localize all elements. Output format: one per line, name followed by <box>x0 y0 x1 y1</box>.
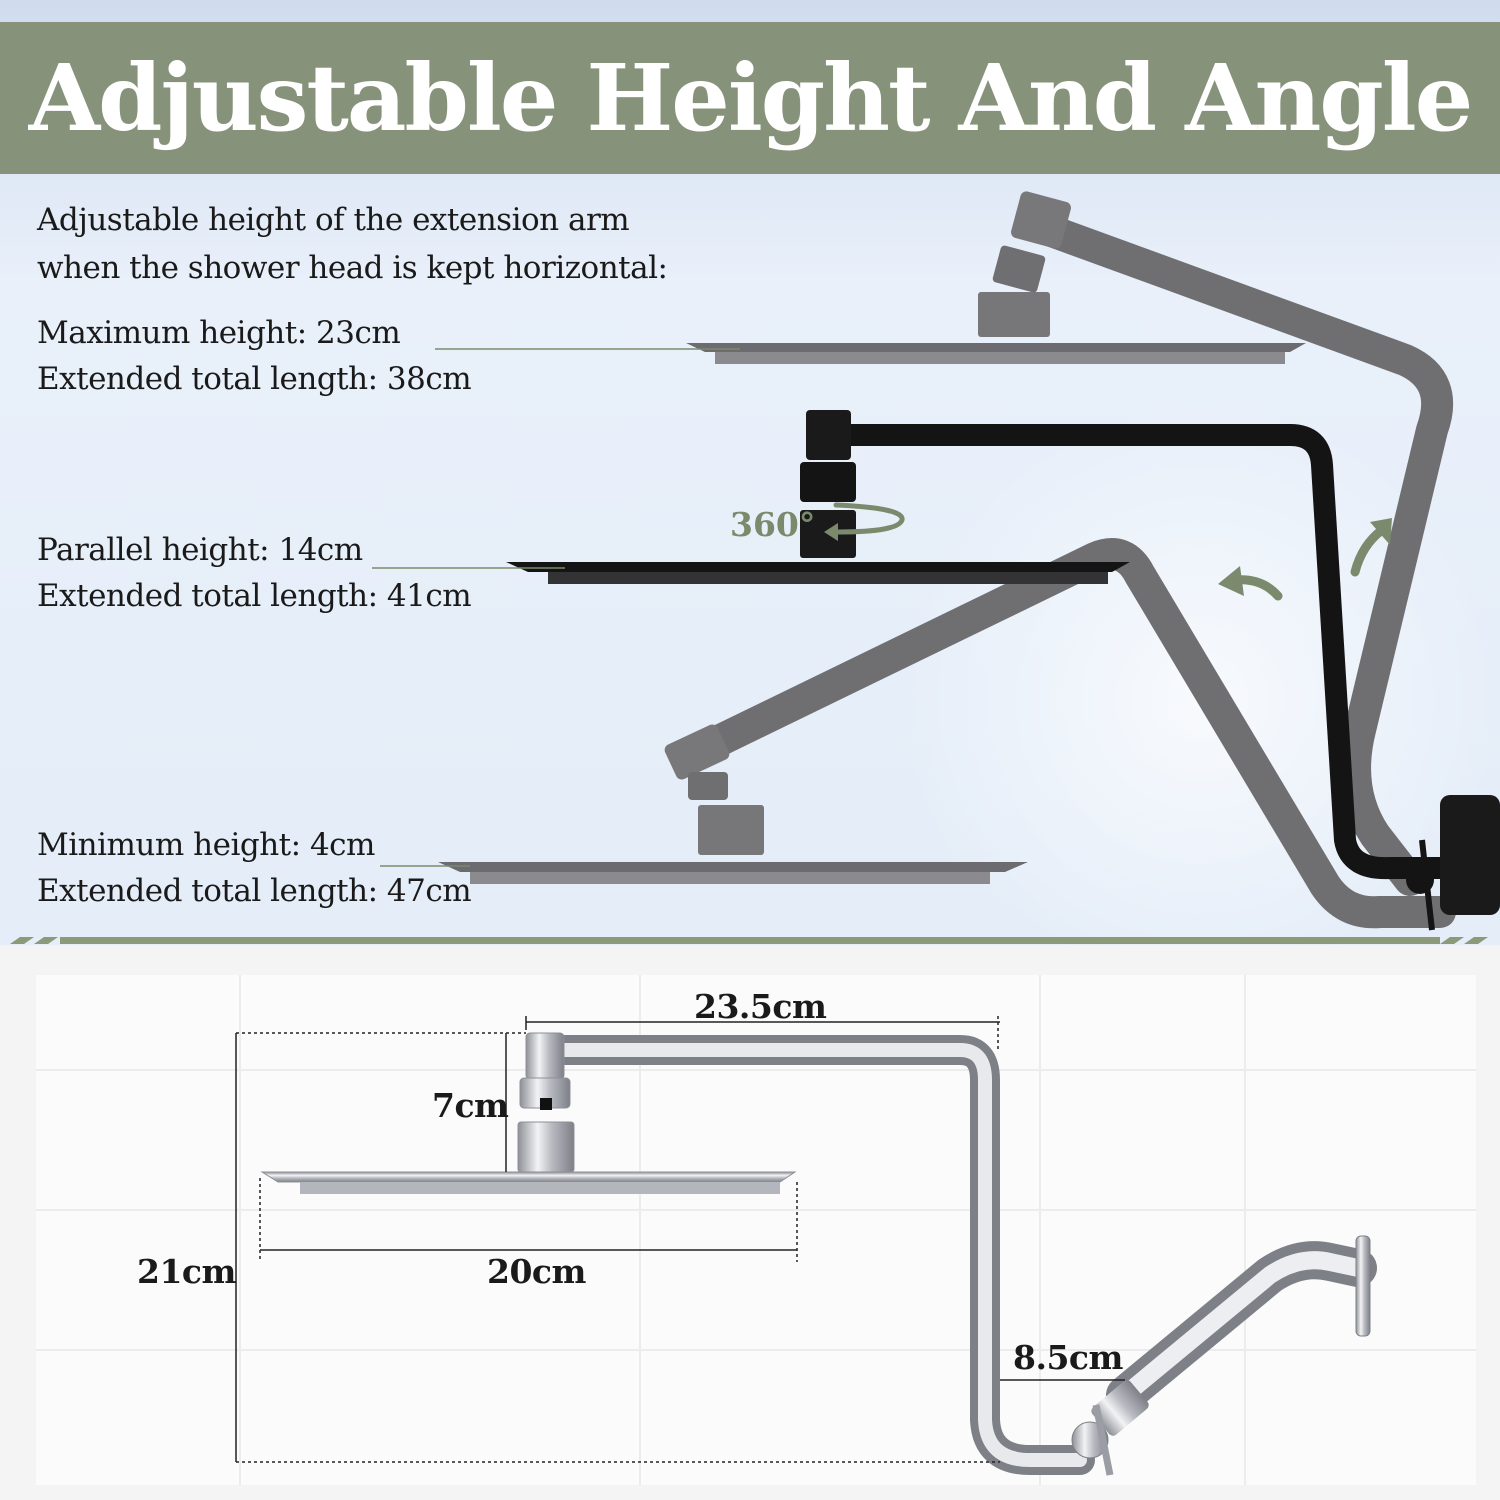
head-width-label: 20cm <box>487 1252 586 1291</box>
dimension-lines <box>235 1016 1125 1463</box>
spec-parallel-length: Extended total length: 41cm <box>37 578 472 614</box>
spec-minimum-length: Extended total length: 47cm <box>37 873 472 909</box>
page-title: Adjustable Height And Angle <box>28 44 1473 152</box>
section-divider <box>10 937 1488 944</box>
spec-maximum: Maximum height: 23cm Extended total leng… <box>37 310 472 402</box>
guide-lines <box>372 348 740 867</box>
chrome-arm <box>543 1035 1377 1475</box>
intro-line-2: when the shower head is kept horizontal: <box>37 250 668 286</box>
drop-offset-label: 8.5cm <box>1013 1338 1123 1377</box>
arm-minimum-position <box>684 538 1456 929</box>
tile-grid <box>36 975 1476 1485</box>
title-banner <box>0 22 1500 174</box>
intro-text: Adjustable height of the extension arm w… <box>37 196 668 292</box>
arm-joint <box>1071 1380 1149 1476</box>
chrome-connector <box>517 1032 575 1173</box>
spec-minimum: Minimum height: 4cm Extended total lengt… <box>37 822 472 914</box>
spec-parallel-height: Parallel height: 14cm <box>37 532 363 568</box>
chrome-shower-head <box>260 1171 797 1194</box>
rotation-label: 360° <box>730 505 816 544</box>
shower-head-minimum <box>438 724 1028 884</box>
shower-head-maximum <box>686 191 1306 364</box>
spec-minimum-height: Minimum height: 4cm <box>37 827 375 863</box>
spec-maximum-height: Maximum height: 23cm <box>37 315 401 351</box>
wall-flange <box>1355 1235 1371 1337</box>
total-height-label: 21cm <box>137 1252 236 1291</box>
arm-length-label: 23.5cm <box>694 987 827 1026</box>
shower-head-parallel <box>506 410 1130 584</box>
spec-parallel: Parallel height: 14cm Extended total len… <box>37 527 472 619</box>
spec-maximum-length: Extended total length: 38cm <box>37 361 472 397</box>
arm-maximum-position <box>1019 209 1454 896</box>
intro-line-1: Adjustable height of the extension arm <box>37 202 630 238</box>
rotation-arrow-icon <box>824 502 905 541</box>
back-arrow-icon <box>1218 566 1283 601</box>
connector-height-label: 7cm <box>432 1086 509 1125</box>
arm-parallel-position <box>827 424 1451 880</box>
up-arrow-icon <box>1350 518 1392 577</box>
wall-connector <box>1406 795 1500 931</box>
